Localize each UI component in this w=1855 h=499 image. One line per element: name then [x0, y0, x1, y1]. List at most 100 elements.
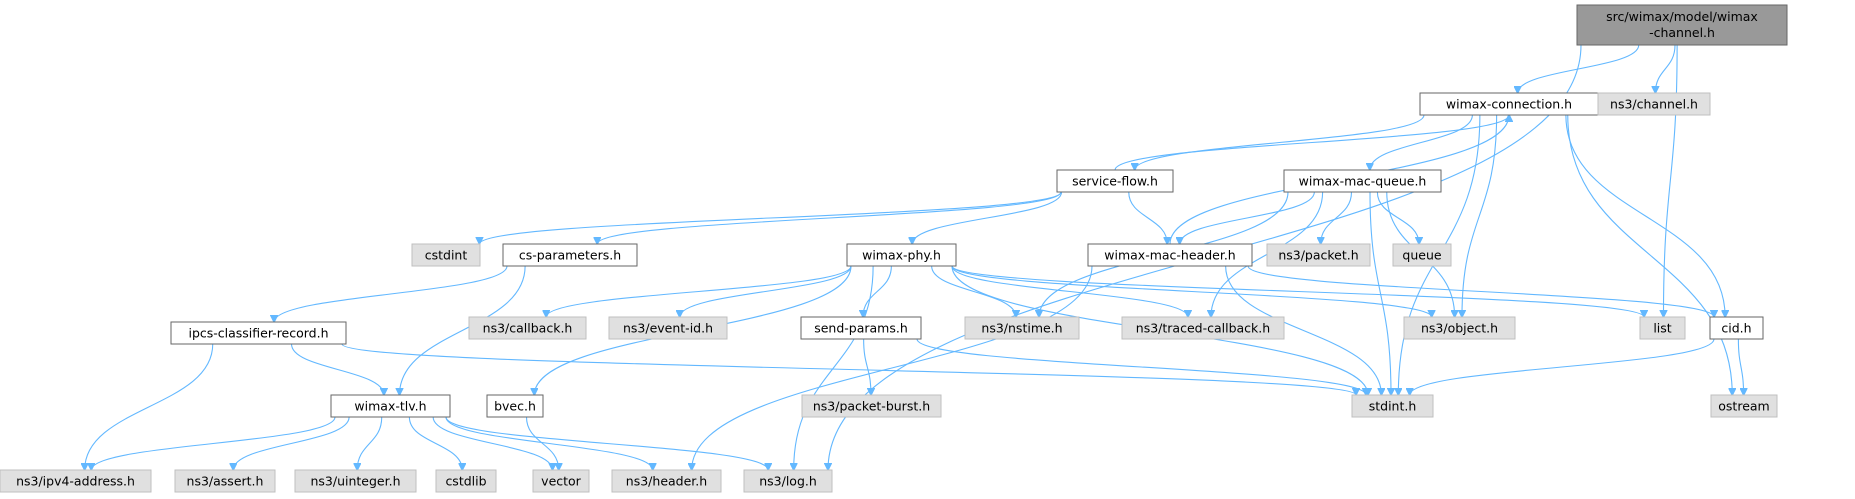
edge-phy-to-object: [951, 265, 1432, 317]
node-box-channel: [1597, 92, 1711, 116]
node-ipv4: ns3/ipv4-address.h: [0, 469, 152, 493]
edge-tlv-to-header: [445, 416, 653, 470]
node-ostream: ostream: [1710, 394, 1778, 418]
edge-macq-to-packet: [1321, 191, 1353, 244]
node-eventid: ns3/event-id.h: [608, 316, 728, 340]
node-box-cid: [1709, 316, 1764, 340]
edge-sflow-to-csparam: [597, 191, 1062, 244]
node-label-cid: cid.h: [1721, 321, 1751, 336]
node-queue: queue: [1392, 243, 1452, 267]
node-label-uinteger: ns3/uinteger.h: [310, 474, 400, 489]
nodes-layer: src/wimax/model/wimax-channel.h wimax-con…: [0, 4, 1788, 493]
node-cid[interactable]: cid.h: [1709, 316, 1764, 340]
edge-phy-to-nstime: [931, 265, 1016, 317]
node-box-ostream: [1710, 394, 1778, 418]
node-label-stdint: stdint.h: [1369, 399, 1417, 414]
node-box-ipcs: [170, 321, 347, 345]
edge-root-to-list: [1663, 44, 1678, 317]
node-label-eventid: ns3/event-id.h: [623, 321, 713, 336]
node-box-queue: [1392, 243, 1452, 267]
edge-sflow-to-conn: [1114, 115, 1509, 171]
edge-tlv-to-assert: [233, 416, 350, 470]
edge-phy-to-sendp: [863, 265, 892, 317]
node-machdr[interactable]: wimax-mac-header.h: [1087, 243, 1253, 267]
node-label-sflow: service-flow.h: [1072, 174, 1158, 189]
edge-machdr-to-stdint: [1225, 265, 1382, 395]
node-box-ipv4: [0, 469, 152, 493]
edge-phy-to-list: [951, 265, 1644, 317]
node-root[interactable]: src/wimax/model/wimax-channel.h: [1576, 4, 1788, 46]
node-csparam[interactable]: cs-parameters.h: [502, 243, 638, 267]
edge-sflow-to-machdr: [1128, 191, 1168, 244]
node-stdint: stdint.h: [1351, 394, 1434, 418]
edge-phy-to-traced: [951, 265, 1188, 317]
node-uinteger: ns3/uinteger.h: [294, 469, 417, 493]
node-label-assert: ns3/assert.h: [187, 474, 264, 489]
node-ipcs[interactable]: ipcs-classifier-record.h: [170, 321, 347, 345]
node-label-cstdint: cstdint: [425, 248, 468, 263]
node-label-ostream: ostream: [1718, 399, 1769, 414]
node-box-sendp: [800, 316, 922, 340]
node-conn[interactable]: wimax-connection.h: [1419, 92, 1599, 116]
node-box-sflow: [1056, 169, 1174, 193]
node-box-header: [611, 469, 722, 493]
node-box-csparam: [502, 243, 638, 267]
edge-phy-to-eventid: [680, 265, 852, 317]
node-label-log: ns3/log.h: [759, 474, 817, 489]
node-label-root: src/wimax/model/wimax: [1606, 9, 1758, 24]
node-packet: ns3/packet.h: [1266, 243, 1371, 267]
edge-phy-to-log: [794, 265, 874, 470]
edge-root-to-conn: [1518, 44, 1640, 93]
edge-tlv-to-uinteger: [357, 416, 383, 470]
node-label-conn: wimax-connection.h: [1446, 97, 1572, 112]
edge-tlv-to-cstdlib: [408, 416, 462, 470]
node-box-assert: [174, 469, 276, 493]
node-bvec[interactable]: bvec.h: [486, 394, 544, 418]
node-box-traced: [1121, 316, 1285, 340]
node-sflow[interactable]: service-flow.h: [1056, 169, 1174, 193]
edge-ipcs-to-tlv: [290, 343, 384, 395]
node-phy[interactable]: wimax-phy.h: [846, 243, 957, 267]
node-box-callback: [468, 316, 587, 340]
edge-macq-to-machdr: [1180, 191, 1315, 244]
node-object: ns3/object.h: [1403, 316, 1516, 340]
node-label-pburst: ns3/packet-burst.h: [813, 399, 930, 414]
edge-sflow-to-cstdint: [479, 191, 1062, 244]
node-cstdint: cstdint: [411, 243, 481, 267]
node-box-list: [1639, 316, 1686, 340]
node-box-log: [743, 469, 833, 493]
edge-tlv-to-log: [445, 416, 768, 470]
edge-csparam-to-tlv: [399, 265, 526, 395]
node-label-channel: ns3/channel.h: [1610, 97, 1698, 112]
node-label-ipv4: ns3/ipv4-address.h: [16, 474, 135, 489]
node-box-packet: [1266, 243, 1371, 267]
edge-sendp-to-pburst: [863, 338, 871, 395]
edge-ipcs-to-stdint: [341, 343, 1356, 395]
node-box-eventid: [608, 316, 728, 340]
node-label-list: list: [1653, 321, 1671, 336]
node-label-csparam: cs-parameters.h: [519, 248, 621, 263]
node-macq[interactable]: wimax-mac-queue.h: [1283, 169, 1442, 193]
edge-root-to-channel: [1655, 44, 1676, 93]
node-label-callback: ns3/callback.h: [483, 321, 573, 336]
node-label-queue: queue: [1402, 248, 1441, 263]
edge-ipcs-to-ipv4: [85, 343, 214, 470]
node-box-phy: [846, 243, 957, 267]
edge-macq-to-stdint: [1369, 191, 1391, 395]
node-list: list: [1639, 316, 1686, 340]
edge-sflow-to-phy: [912, 191, 1063, 244]
node-tlv[interactable]: wimax-tlv.h: [330, 394, 451, 418]
node-label-ipcs: ipcs-classifier-record.h: [188, 326, 328, 341]
edge-phy-to-callback: [546, 265, 852, 317]
node-label-traced: ns3/traced-callback.h: [1136, 321, 1270, 336]
node-label-cstdlib: cstdlib: [445, 474, 486, 489]
edge-conn-to-object: [1462, 114, 1498, 317]
edges-layer: [85, 44, 1744, 470]
node-box-root: [1576, 4, 1788, 46]
node-label-packet: ns3/packet.h: [1278, 248, 1358, 263]
node-box-cstdlib: [435, 469, 497, 493]
edge-conn-to-ostream: [1567, 114, 1733, 395]
node-box-bvec: [486, 394, 544, 418]
node-box-vector: [532, 469, 590, 493]
node-sendp[interactable]: send-params.h: [800, 316, 922, 340]
